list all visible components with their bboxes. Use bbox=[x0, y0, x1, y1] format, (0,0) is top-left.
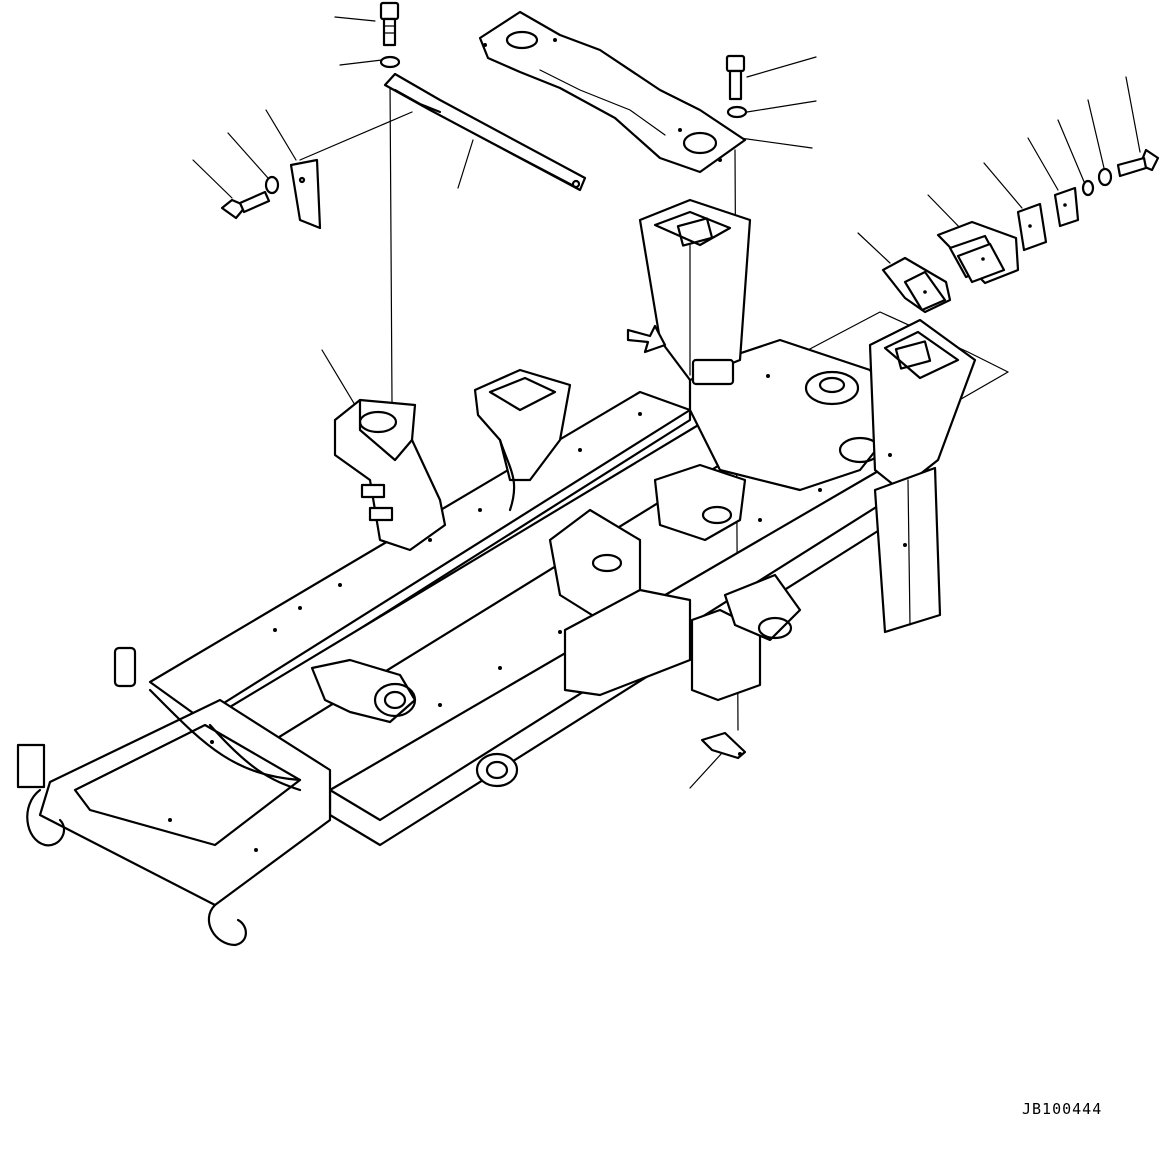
washer-left bbox=[264, 175, 280, 195]
plate-right-medium bbox=[1016, 202, 1048, 252]
shim-stack bbox=[936, 220, 1020, 285]
plate-top-center bbox=[478, 10, 747, 174]
washer-right bbox=[1097, 167, 1113, 187]
bolt-right bbox=[1116, 148, 1160, 178]
bolt-top-left bbox=[379, 1, 400, 47]
washer-top-right bbox=[726, 105, 748, 119]
main-frame bbox=[16, 198, 977, 947]
drawing-code: JB100444 bbox=[1022, 1100, 1103, 1118]
washer-right-2 bbox=[1081, 179, 1095, 197]
bolt-top-right bbox=[725, 54, 746, 101]
shim-lower bbox=[881, 256, 952, 314]
plate-right-small bbox=[1053, 186, 1080, 228]
plate-side-left bbox=[289, 158, 322, 230]
bolt-left bbox=[220, 190, 271, 220]
washer-top-left bbox=[379, 55, 401, 69]
bracket-long-top bbox=[383, 72, 587, 192]
